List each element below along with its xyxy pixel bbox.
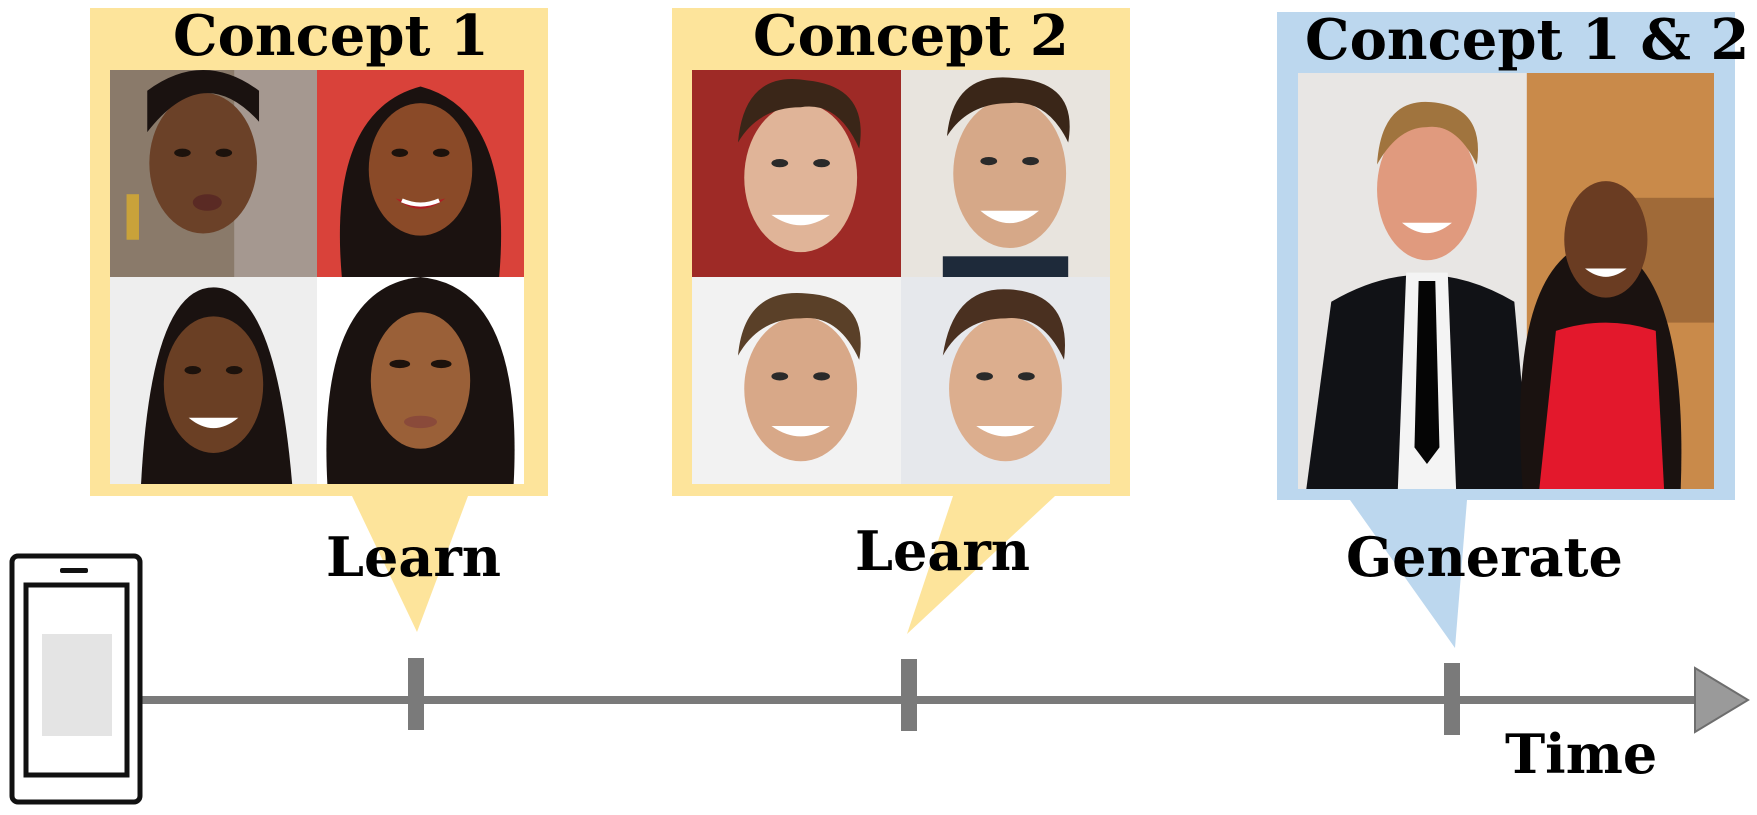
concept-1-photo-1 (110, 70, 317, 277)
concept-1-image-grid (110, 70, 524, 484)
concept-2-pointer (907, 496, 1055, 634)
concept-1-2-title: Concept 1 & 2 (1305, 7, 1750, 73)
learn-label-2: Learn (855, 519, 1031, 583)
timeline-tick-3 (1444, 663, 1460, 735)
smartphone-icon (9, 553, 143, 805)
concept-2-image-grid (692, 70, 1110, 484)
timeline-tick-2 (901, 659, 917, 731)
concept-2-photo-4 (901, 277, 1110, 484)
learn-label-1: Learn (326, 525, 502, 589)
concept-1-2-pointer (1350, 500, 1467, 648)
time-axis-arrowhead (1694, 666, 1750, 734)
concept-2-photo-3 (692, 277, 901, 484)
concept-2-photo-1 (692, 70, 901, 277)
timeline-tick-1 (408, 658, 424, 730)
concept-1-photo-2 (317, 70, 524, 277)
generate-label: Generate (1346, 525, 1623, 589)
concept-2-title: Concept 2 (753, 3, 1069, 69)
time-axis-label: Time (1505, 722, 1658, 786)
concept-1-photo-3 (110, 277, 317, 484)
concept-1-photo-4 (317, 277, 524, 484)
concept-1-title: Concept 1 (173, 3, 489, 69)
concept-1-pointer (352, 496, 468, 632)
concept-1-2-generated-photo (1298, 73, 1714, 489)
concept-2-photo-2 (901, 70, 1110, 277)
